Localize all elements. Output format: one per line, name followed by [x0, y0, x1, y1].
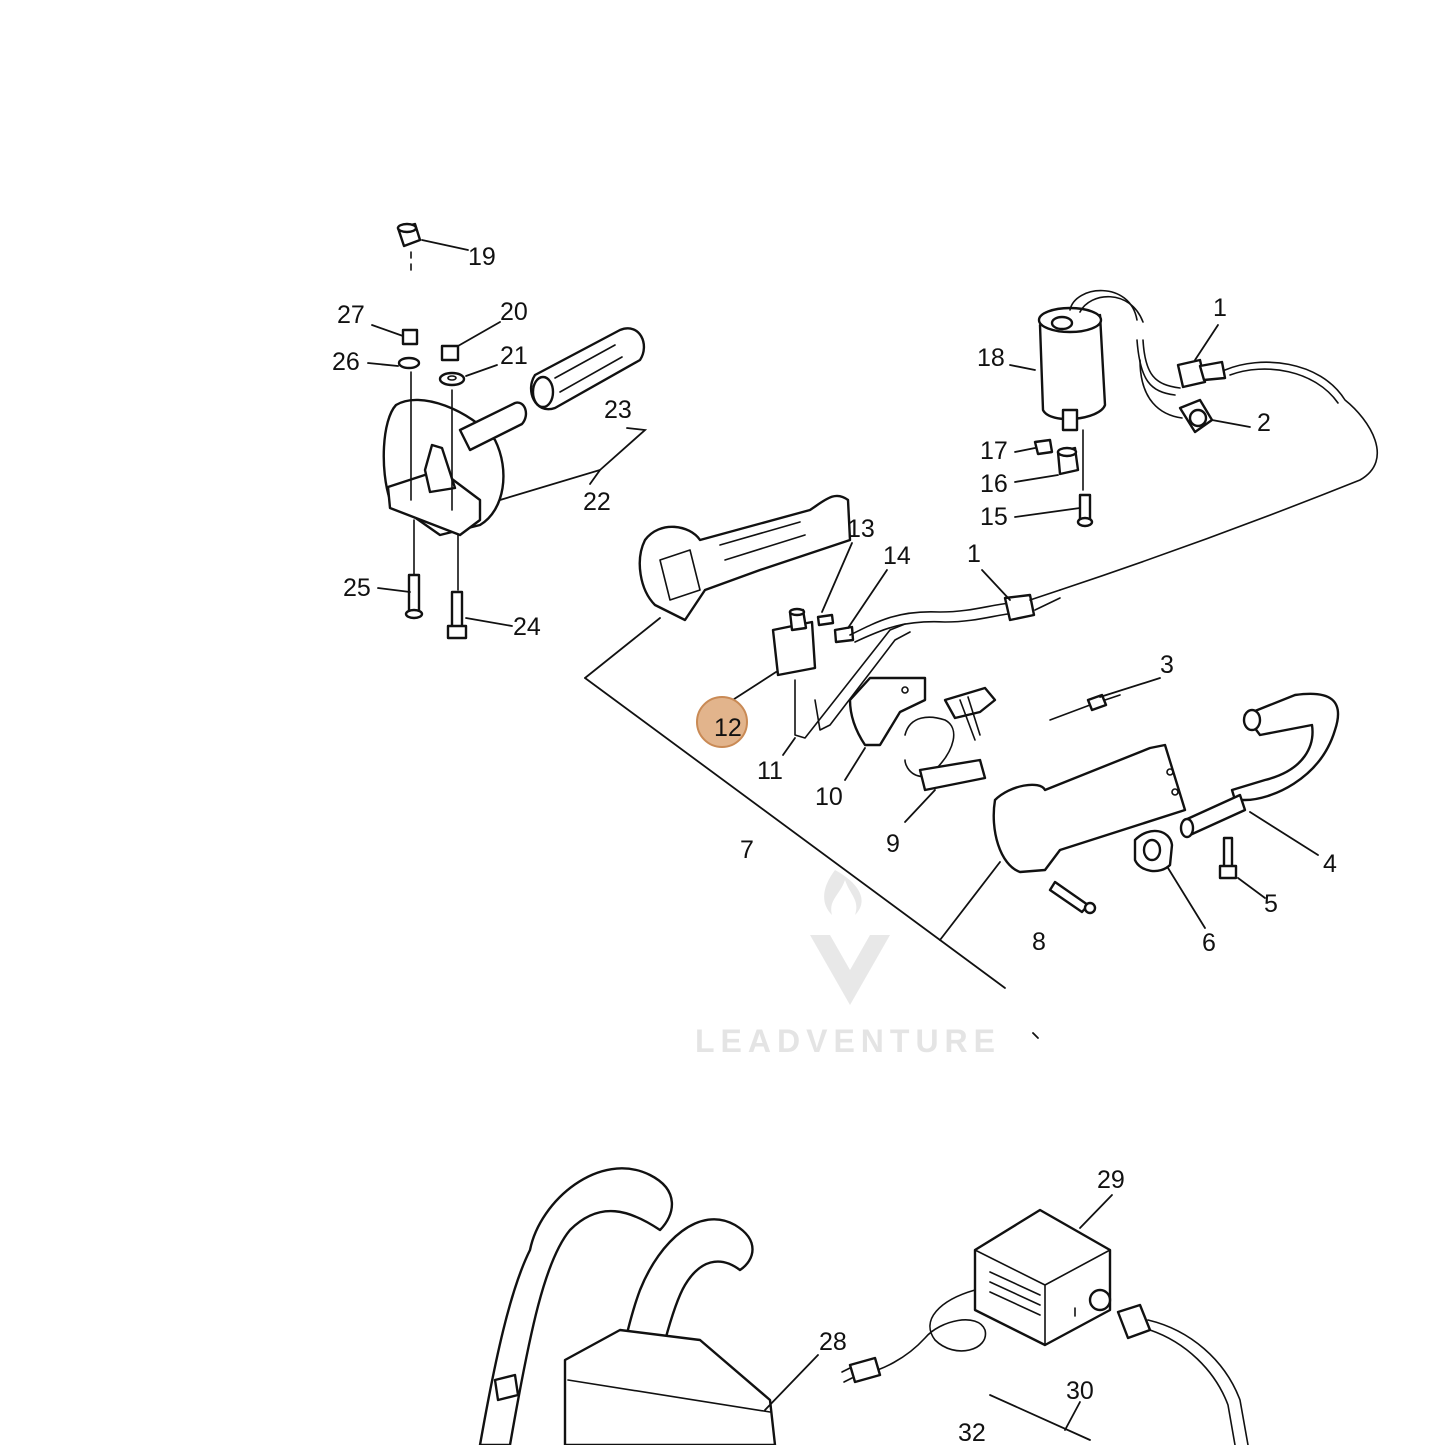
callout-12[interactable]: 12	[714, 714, 742, 742]
callout-9[interactable]: 9	[886, 830, 900, 858]
callout-16[interactable]: 16	[980, 470, 1008, 498]
callout-32[interactable]: 32	[958, 1419, 986, 1445]
callout-2[interactable]: 2	[1257, 409, 1271, 437]
callout-1-top[interactable]: 1	[1213, 294, 1227, 322]
highlight-marker-12[interactable]	[696, 696, 748, 748]
callout-17[interactable]: 17	[980, 437, 1008, 465]
callout-26[interactable]: 26	[332, 348, 360, 376]
battery-harness-and-charger	[478, 1167, 1249, 1445]
callout-24[interactable]: 24	[513, 613, 541, 641]
callout-labels: 19 27 20 26 21 23 22 25 24 1 18 2 17 16 …	[332, 243, 1337, 1445]
callout-5[interactable]: 5	[1264, 890, 1278, 918]
callout-13[interactable]: 13	[847, 515, 875, 543]
callout-14[interactable]: 14	[883, 542, 911, 570]
callout-29[interactable]: 29	[1097, 1166, 1125, 1194]
callout-10[interactable]: 10	[815, 783, 843, 811]
coil-and-cable-assembly	[1033, 289, 1379, 591]
leader-lines	[367, 239, 1319, 1431]
callout-6[interactable]: 6	[1202, 929, 1216, 957]
callout-4[interactable]: 4	[1323, 850, 1337, 878]
callout-28[interactable]: 28	[819, 1328, 847, 1356]
callout-20[interactable]: 20	[500, 298, 528, 326]
callout-8[interactable]: 8	[1032, 928, 1046, 956]
callout-27[interactable]: 27	[337, 301, 365, 329]
callout-23[interactable]: 23	[604, 396, 632, 424]
callout-1-middle[interactable]: 1	[967, 540, 981, 568]
handle-assembly	[584, 494, 1340, 989]
callout-21[interactable]: 21	[500, 342, 528, 370]
callout-3[interactable]: 3	[1160, 651, 1174, 679]
callout-19[interactable]: 19	[468, 243, 496, 271]
callout-11[interactable]: 11	[757, 757, 783, 785]
callout-22[interactable]: 22	[583, 488, 611, 516]
mount-bracket-assembly	[382, 222, 646, 640]
watermark-text: LEADVENTURE	[695, 1023, 1001, 1059]
callout-7[interactable]: 7	[740, 836, 754, 864]
callout-18[interactable]: 18	[977, 344, 1005, 372]
callout-30[interactable]: 30	[1066, 1377, 1094, 1405]
callout-15[interactable]: 15	[980, 503, 1008, 531]
callout-25[interactable]: 25	[343, 574, 371, 602]
leadventure-logo-watermark: LEADVENTURE	[695, 870, 1001, 1059]
